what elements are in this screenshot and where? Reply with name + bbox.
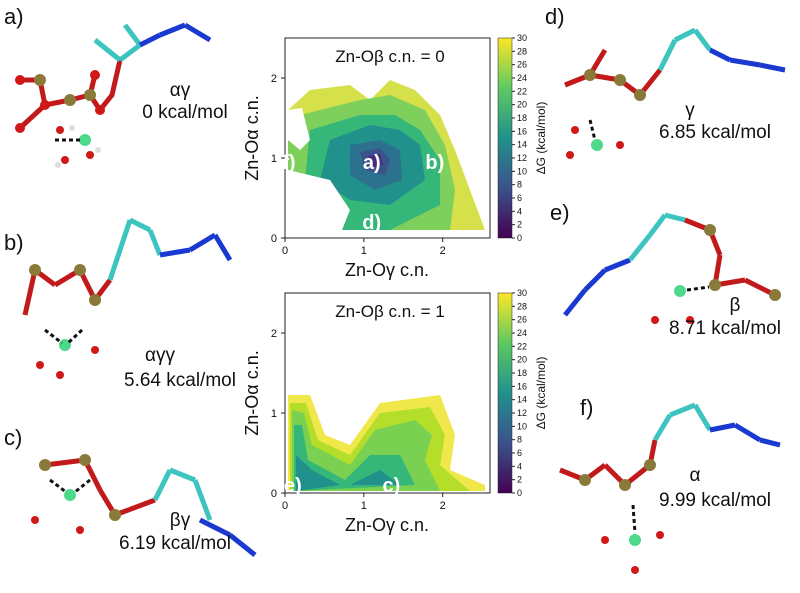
panel-b-label: b) <box>4 230 24 255</box>
y-tick-label: 0 <box>271 233 277 245</box>
annotations-top: f) a) b) d) <box>282 152 444 234</box>
x-tick-label: 2 <box>440 245 446 257</box>
state-annotation: c) <box>383 475 401 497</box>
y-tick-label: 0 <box>271 488 277 500</box>
x-axis-label: Zn-Oγ c.n. <box>345 260 429 280</box>
colorbar-tick-label: 6 <box>517 193 522 203</box>
x-tick-label: 0 <box>282 500 288 512</box>
colorbar-tick-label: 2 <box>517 220 522 230</box>
x-tick-label: 0 <box>282 245 288 257</box>
x-tick-label: 1 <box>361 500 367 512</box>
y-tick-label: 1 <box>271 408 277 420</box>
molecule-c-image <box>31 454 257 557</box>
molecule-d-image <box>564 27 786 159</box>
colorbar-tick-label: 4 <box>517 461 522 471</box>
colorbar-tick-label: 26 <box>517 60 527 70</box>
colorbar-tick-label: 16 <box>517 381 527 391</box>
y-ticks-top: 0 1 2 <box>271 73 285 245</box>
colorbar-tick-label: 8 <box>517 435 522 445</box>
plot-title: Zn-Oβ c.n. = 1 <box>335 302 444 321</box>
y-axis-label: Zn-Oα c.n. <box>242 350 262 435</box>
y-tick-label: 2 <box>271 73 277 85</box>
colorbar-tick-label: 10 <box>517 421 527 431</box>
colorbar-tick-label: 4 <box>517 206 522 216</box>
panel-c-energy: 6.19 kcal/mol <box>119 533 231 554</box>
colorbar-tick-label: 28 <box>517 46 527 56</box>
colorbar-tick-label: 18 <box>517 368 527 378</box>
x-ticks-bottom: 0 1 2 <box>282 493 446 512</box>
colorbar-tick-label: 8 <box>517 180 522 190</box>
state-annotation: f) <box>282 152 295 174</box>
colorbar-tick-label: 18 <box>517 113 527 123</box>
panel-e-energy: 8.71 kcal/mol <box>669 318 781 339</box>
colorbar <box>497 292 513 494</box>
molecule-e-image <box>563 212 781 324</box>
colorbar-tick-label: 24 <box>517 328 527 338</box>
panel-d-configuration: γ <box>685 100 695 121</box>
panel-a-energy: 0 kcal/mol <box>142 102 228 123</box>
panel-c-label: c) <box>4 425 23 450</box>
panel-c-configuration: βγ <box>169 510 191 531</box>
colorbar-tick-label: 12 <box>517 153 527 163</box>
panel-a-configuration: αγ <box>169 80 191 101</box>
y-axis-label: Zn-Oα c.n. <box>242 95 262 180</box>
panel-e-configuration: β <box>729 295 741 316</box>
colorbar-tick-label: 6 <box>517 448 522 458</box>
panel-d-label: d) <box>545 4 565 29</box>
state-annotation: e) <box>284 475 302 497</box>
y-ticks-bottom: 0 1 2 <box>271 328 285 500</box>
molecule-b-image <box>22 217 233 379</box>
colorbar-tick-label: 30 <box>517 33 527 43</box>
panel-f-energy: 9.99 kcal/mol <box>659 490 771 511</box>
panel-d-energy: 6.85 kcal/mol <box>659 122 771 143</box>
molecule-a-image <box>15 22 212 168</box>
colorbar-tick-label: 22 <box>517 86 527 96</box>
colorbar-label: ΔG (kcal/mol) <box>534 102 548 175</box>
x-tick-label: 1 <box>361 245 367 257</box>
panel-b-configuration: αγγ <box>145 345 175 366</box>
colorbar-tick-label: 10 <box>517 166 527 176</box>
panel-f-label: f) <box>580 395 594 420</box>
x-axis-label: Zn-Oγ c.n. <box>345 515 429 535</box>
colorbar-tick-label: 0 <box>517 488 522 498</box>
colorbar-tick-label: 16 <box>517 126 527 136</box>
panel-f-configuration: α <box>689 465 701 486</box>
state-annotation: b) <box>425 152 444 174</box>
colorbar-tick-label: 14 <box>517 395 527 405</box>
colorbar-tick-label: 30 <box>517 288 527 298</box>
colorbar-tick-label: 2 <box>517 475 522 485</box>
state-annotation: a) <box>363 152 381 174</box>
panel-b-energy: 5.64 kcal/mol <box>124 370 236 391</box>
x-ticks-top: 0 1 2 <box>282 238 446 257</box>
y-tick-label: 2 <box>271 328 277 340</box>
x-tick-label: 2 <box>440 500 446 512</box>
panel-e-label: e) <box>550 200 570 225</box>
colorbar <box>497 37 513 239</box>
molecule-f-image <box>559 402 781 574</box>
colorbar-tick-label: 24 <box>517 73 527 83</box>
colorbar-tick-label: 26 <box>517 315 527 325</box>
colorbar-label: ΔG (kcal/mol) <box>534 357 548 430</box>
colorbar-tick-label: 14 <box>517 140 527 150</box>
panel-a-label: a) <box>4 4 24 29</box>
y-tick-label: 1 <box>271 153 277 165</box>
annotations-bottom: e) c) <box>284 475 400 497</box>
colorbar-tick-label: 0 <box>517 233 522 243</box>
colorbar-tick-label: 20 <box>517 355 527 365</box>
colorbar-tick-label: 20 <box>517 100 527 110</box>
energy-surface <box>288 80 485 235</box>
colorbar-tick-label: 22 <box>517 341 527 351</box>
colorbar-tick-label: 12 <box>517 408 527 418</box>
plot-title: Zn-Oβ c.n. = 0 <box>335 47 444 66</box>
state-annotation: d) <box>362 212 381 234</box>
colorbar-tick-label: 28 <box>517 301 527 311</box>
energy-surface <box>288 395 485 491</box>
